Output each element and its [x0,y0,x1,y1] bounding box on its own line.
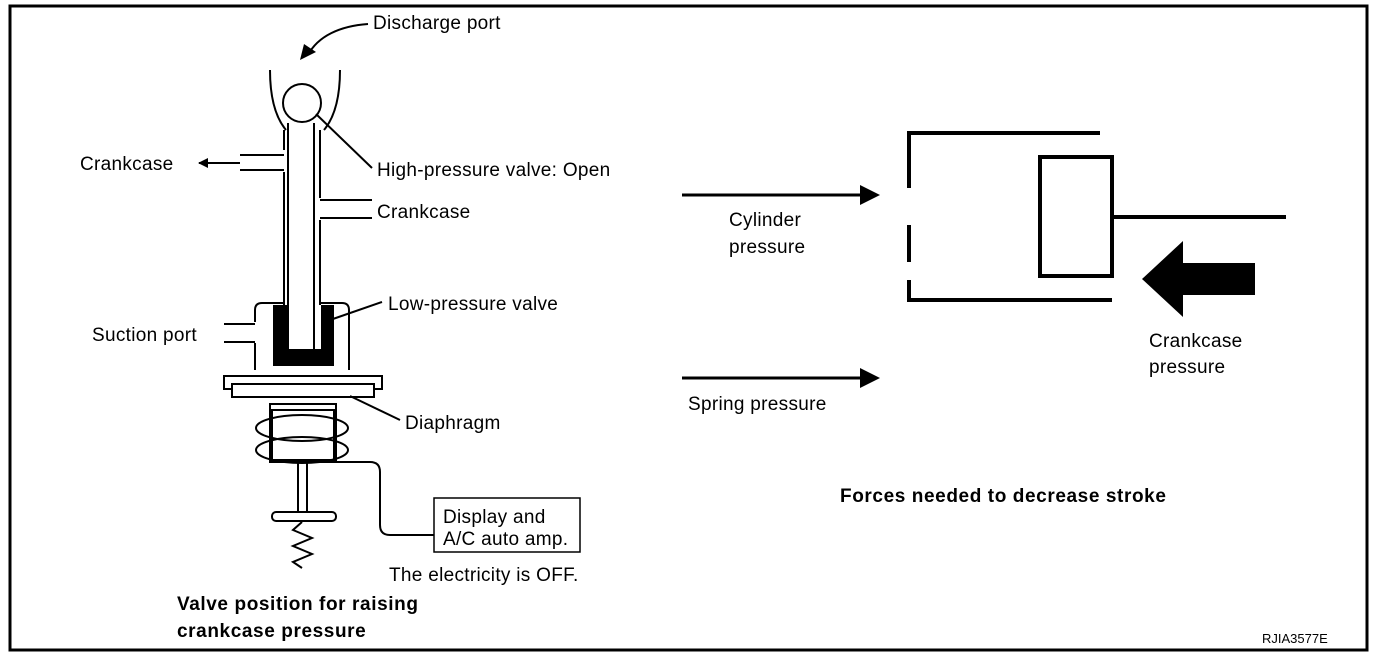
cylinder-pressure-line1: Cylinder [729,210,801,231]
spring-pressure-label: Spring pressure [688,394,827,415]
suction-port-label: Suction port [92,325,197,346]
inner-tube [287,123,315,350]
crankcase-pressure-line2: pressure [1149,357,1225,378]
piston [1038,155,1114,278]
force-diagram: Cylinder pressure Spring pressure Crankc… [682,131,1286,507]
high-pressure-ball [282,83,322,123]
high-pressure-leader [315,113,373,169]
low-pressure-leader [329,301,383,321]
cylinder-pressure-line2: pressure [729,237,805,258]
electricity-note: The electricity is OFF. [389,565,579,586]
valve-diagram: Display and A/C auto amp. Discharge port… [80,13,611,642]
figure-code: RJIA3577E [1262,631,1328,646]
discharge-port-arrow [307,23,369,56]
diaphragm-label: Diaphragm [405,413,501,434]
amp-box-line2: A/C auto amp. [443,529,568,550]
amp-wire [336,461,434,536]
valve-caption-line2: crankcase pressure [177,621,366,642]
force-caption: Forces needed to decrease stroke [840,486,1167,507]
high-pressure-valve-label: High-pressure valve: Open [377,160,611,181]
cylinder-bottom-wall [907,280,1112,302]
discharge-port-label: Discharge port [373,13,501,34]
plunger-rod [297,462,308,512]
crankcase-left-label: Crankcase [80,154,174,175]
amp-box [433,497,581,553]
discharge-funnel [269,69,287,131]
crankcase-pressure-line1: Crankcase [1149,331,1243,352]
solenoid-body [269,403,337,463]
low-pressure-valve [273,305,334,366]
amp-box-line1: Display and [443,507,546,528]
spring [290,521,315,569]
figure-border [8,4,1369,652]
crankcase-passage-left [240,154,284,171]
low-pressure-valve-label: Low-pressure valve [388,294,558,315]
solenoid-coil [255,414,349,442]
crankcase-passage-right [320,199,372,219]
discharge-port-arrowhead [300,44,316,60]
valve-caption-line1: Valve position for raising [177,594,419,615]
diaphragm-leader [349,395,401,421]
crankcase-right-label: Crankcase [377,202,471,223]
cylinder-top-wall [907,131,1100,188]
spring-seat [271,511,337,522]
suction-port [224,323,255,343]
valve-housing [254,302,284,322]
crankcase-pressure-arrow [1142,241,1255,317]
